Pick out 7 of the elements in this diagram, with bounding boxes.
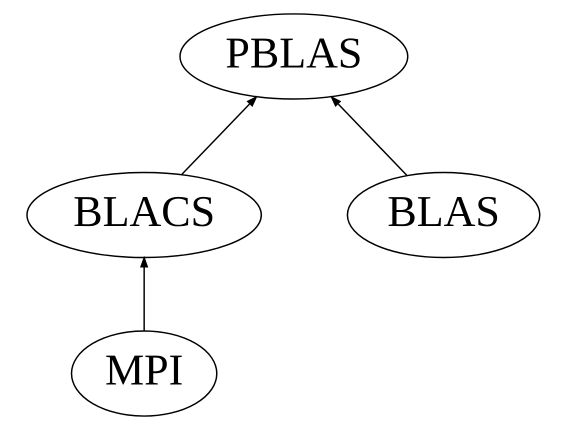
arrow bbox=[140, 256, 148, 331]
arrow bbox=[181, 96, 258, 175]
arrow bbox=[330, 96, 408, 176]
node-ellipse: BLAS bbox=[346, 172, 540, 258]
node-ellipse: PBLAS bbox=[179, 13, 408, 100]
node-ellipse: BLACS bbox=[26, 172, 262, 258]
node-ellipse: MPI bbox=[70, 330, 218, 417]
